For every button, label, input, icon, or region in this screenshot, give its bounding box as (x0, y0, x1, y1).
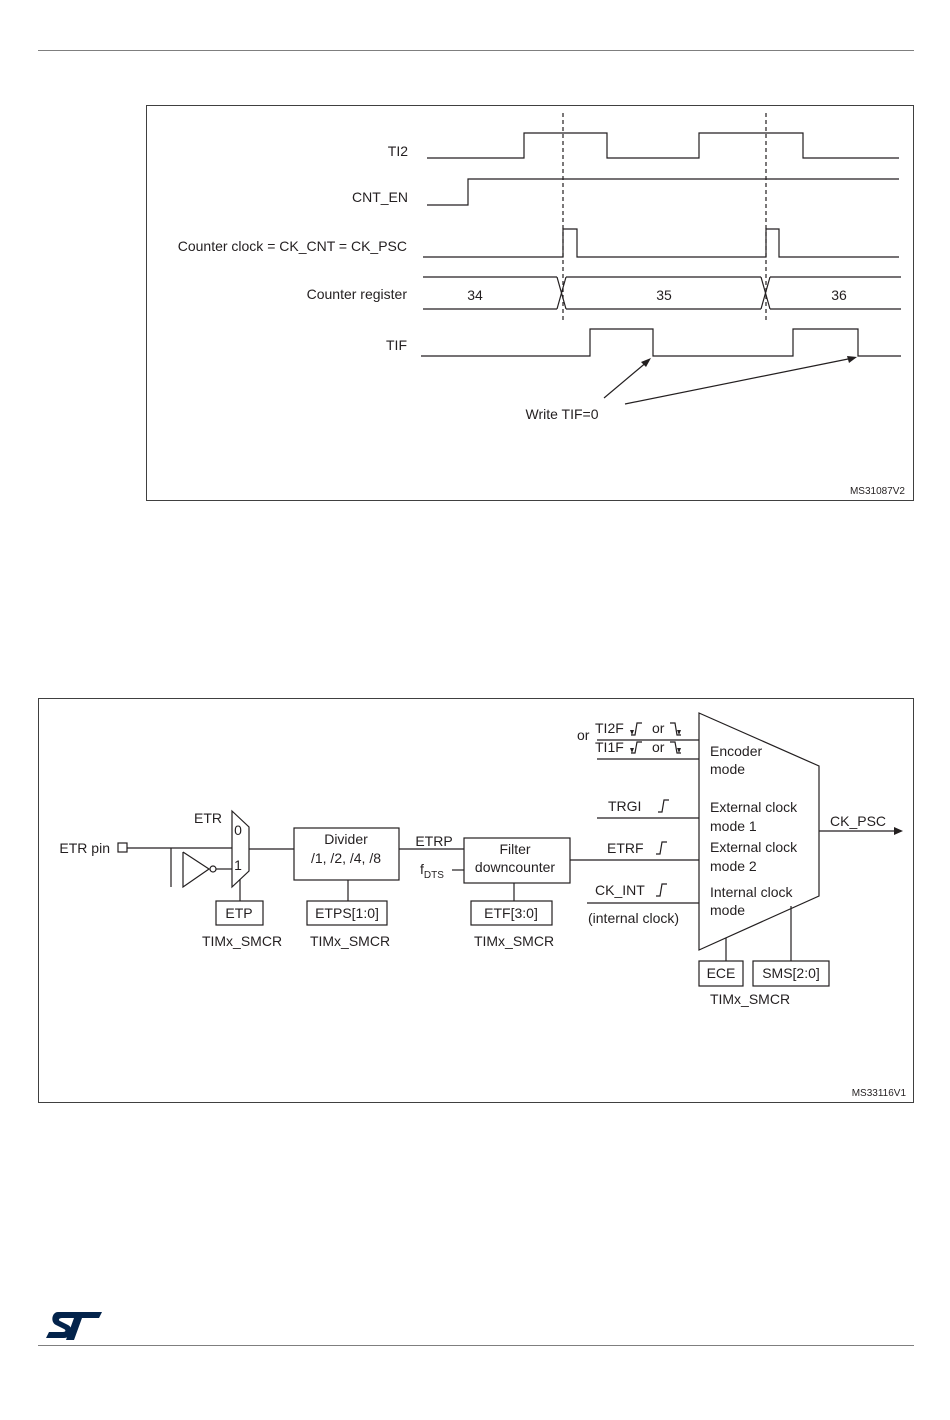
etr-label: ETR (194, 810, 222, 826)
rising-edge-icon (658, 799, 669, 813)
st-logo: ST (46, 1312, 102, 1340)
or-prefix: or (577, 727, 590, 743)
etrf-label: ETRF (607, 840, 644, 856)
counter-register-bus (423, 276, 901, 310)
counter-value-35: 35 (656, 287, 672, 303)
ext-clock-mode1-line2: mode 1 (710, 818, 757, 834)
etr-pin-label: ETR pin (59, 840, 110, 856)
divider-ratios: /1, /2, /4, /8 (311, 850, 381, 866)
tif-waveform (421, 328, 901, 357)
etr-pin-pad (117, 842, 128, 853)
internal-clock-mode-line1: Internal clock (710, 884, 793, 900)
write-tif-annotation: Write TIF=0 (525, 406, 598, 422)
etrp-label: ETRP (415, 833, 452, 849)
trgi-label: TRGI (608, 798, 641, 814)
sms-label: SMS[2:0] (762, 965, 820, 981)
etp-box (215, 900, 264, 926)
rising-edge-icon (656, 883, 667, 897)
etf-box (470, 900, 553, 926)
clock-source-block-diagram: ETR pin ETR 0 1 ETP TIMx_SMCR Divider /1… (59, 712, 907, 1099)
ext-clock-mode2-line1: External clock (710, 839, 798, 855)
ti2-waveform (427, 132, 899, 159)
ece-box (698, 960, 744, 987)
ti1f-or: or (652, 739, 665, 755)
counter-value-34: 34 (467, 287, 483, 303)
inverter-bubble (209, 865, 217, 873)
ck-int-label: CK_INT (595, 882, 645, 898)
figure2-code: MS33116V1 (852, 1088, 907, 1099)
counter-clock-waveform (423, 228, 899, 258)
ece-sms-register: TIMx_SMCR (710, 991, 790, 1007)
divider-title: Divider (324, 831, 368, 847)
fdts-label: fDTS (420, 861, 444, 881)
mux-input-1: 1 (234, 857, 242, 873)
filter-subtitle: downcounter (475, 859, 556, 875)
etps-register: TIMx_SMCR (310, 933, 390, 949)
internal-clock-label: (internal clock) (588, 910, 679, 926)
counter-clock-label: Counter clock = CK_CNT = CK_PSC (178, 238, 407, 254)
etps-label: ETPS[1:0] (315, 905, 379, 921)
write-tif-arrow-2 (624, 357, 854, 405)
etf-label: ETF[3:0] (484, 905, 538, 921)
encoder-mode-line1: Encoder (710, 743, 762, 759)
cnt-en-label: CNT_EN (352, 189, 408, 205)
header-rule (38, 50, 914, 51)
ti2f-label: TI2F (595, 720, 624, 736)
ck-psc-label: CK_PSC (830, 813, 886, 829)
etf-register: TIMx_SMCR (474, 933, 554, 949)
figure1-code: MS31087V2 (850, 486, 905, 497)
ck-psc-arrowhead (894, 827, 903, 835)
ti2-label: TI2 (388, 143, 408, 159)
etp-register: TIMx_SMCR (202, 933, 282, 949)
ece-label: ECE (707, 965, 736, 981)
mux-input-0: 0 (234, 822, 242, 838)
encoder-mode-line2: mode (710, 761, 745, 777)
clock-source-block-diagram-figure: ETR pin ETR 0 1 ETP TIMx_SMCR Divider /1… (38, 698, 914, 1103)
ti2f-or: or (652, 720, 665, 736)
filter-title: Filter (499, 841, 530, 857)
timing-diagram: TI2 CNT_EN Counter clock = CK_CNT = CK_P… (178, 113, 905, 497)
arrowhead-2 (847, 356, 857, 363)
inverter-symbol (182, 851, 211, 889)
counter-register-label: Counter register (307, 286, 408, 302)
rising-edge-icon (631, 722, 642, 736)
etps-box (306, 900, 388, 926)
footer-rule (38, 1345, 914, 1346)
arrowhead-1 (641, 358, 651, 367)
tif-label: TIF (386, 337, 407, 353)
ext-clock-mode1-line1: External clock (710, 799, 798, 815)
internal-clock-mode-line2: mode (710, 902, 745, 918)
rising-edge-icon (631, 741, 642, 754)
cnt-en-waveform (427, 178, 899, 206)
timing-diagram-figure: TI2 CNT_EN Counter clock = CK_CNT = CK_P… (146, 105, 914, 501)
write-tif-arrow-1 (603, 360, 649, 399)
etp-label: ETP (225, 905, 252, 921)
rising-edge-icon (656, 841, 667, 855)
ti1f-label: TI1F (595, 739, 624, 755)
divider-block (293, 827, 400, 881)
etr-polarity-mux (231, 809, 250, 889)
clock-mode-selector (698, 712, 820, 951)
counter-value-36: 36 (831, 287, 847, 303)
ext-clock-mode2-line2: mode 2 (710, 858, 757, 874)
sms-box (752, 960, 830, 987)
